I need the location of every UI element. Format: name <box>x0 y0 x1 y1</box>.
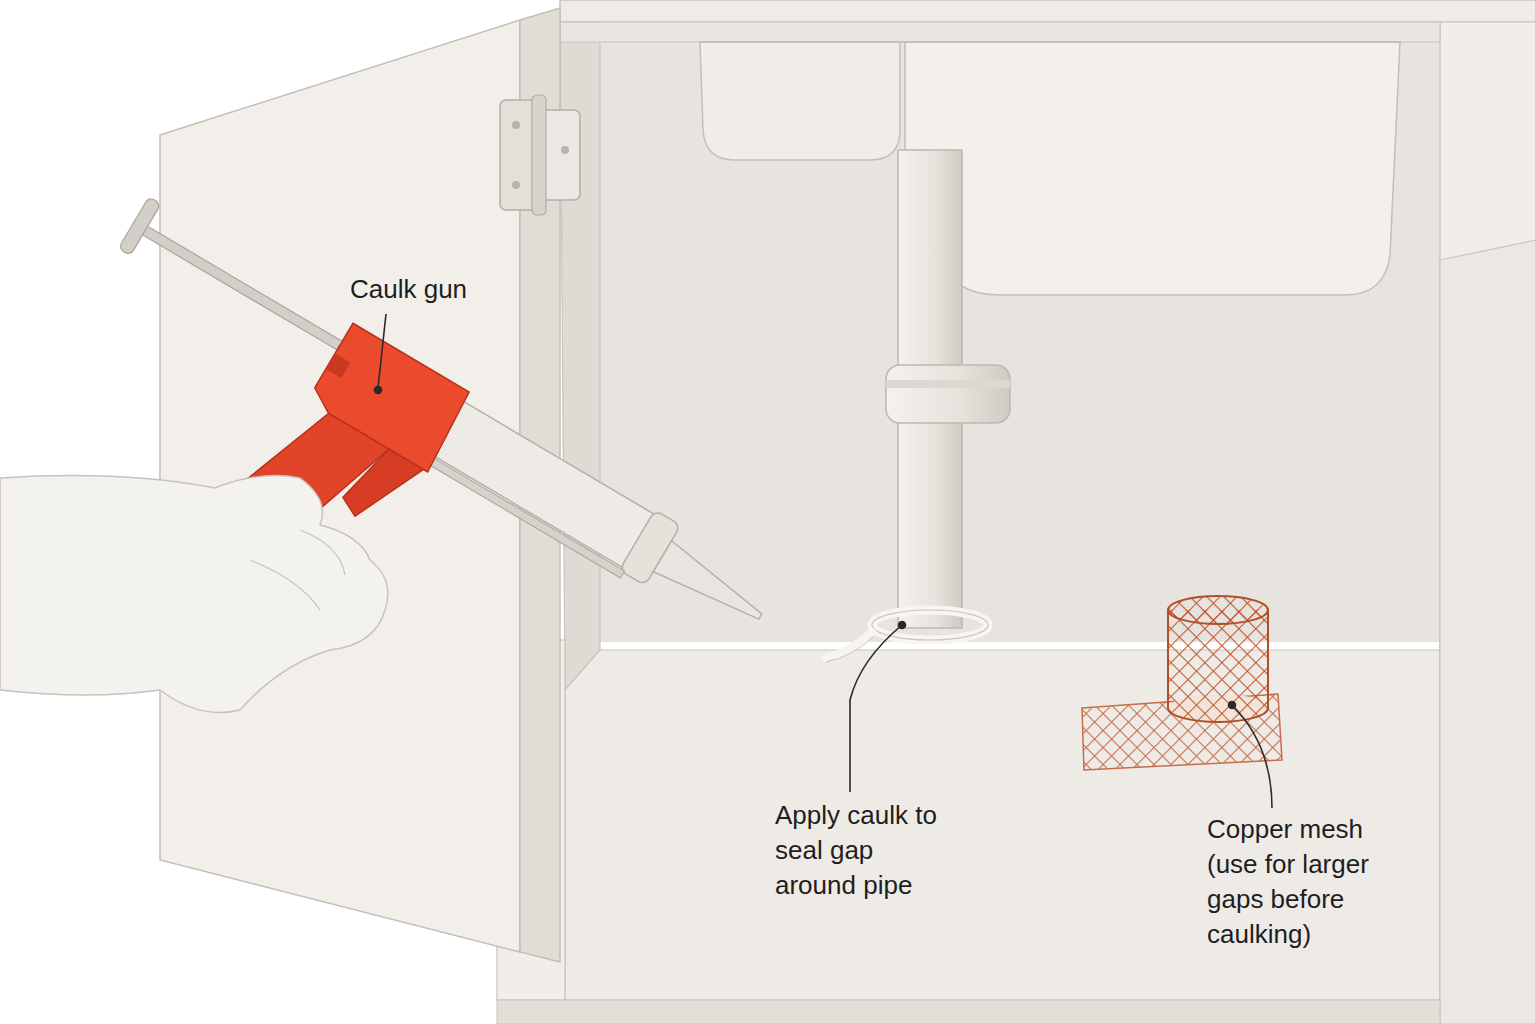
material-note: Copper mesh (use for larger gaps before … <box>1207 812 1402 952</box>
step-note: Apply caulk to seal gap around pipe <box>775 798 940 903</box>
leader-lines-part <box>850 625 902 792</box>
cabinet-part <box>560 0 1536 22</box>
leader-lines-part <box>375 387 382 394</box>
cabinet-part <box>600 22 1440 642</box>
copper-mesh-part <box>1168 610 1268 722</box>
drain-pipe <box>886 150 1010 628</box>
gloved-hand-part <box>250 560 320 610</box>
leader-lines-part <box>1232 705 1272 808</box>
cabinet <box>497 0 1536 1024</box>
caulk-gun-part <box>653 541 770 631</box>
drain-pipe-part <box>886 365 1010 423</box>
caulk-bead <box>826 610 988 662</box>
door-hinge-part <box>561 146 569 154</box>
sink-basin-part <box>700 42 900 160</box>
caulk-gun-part <box>326 353 351 378</box>
sink-basin-part <box>905 42 1400 295</box>
leader-lines <box>375 314 1273 808</box>
cabinet-part <box>560 22 1440 42</box>
gloved-hand-part <box>0 476 388 713</box>
door-hinge-part <box>512 121 520 129</box>
cabinet-part <box>1440 22 1536 1024</box>
leader-lines-part <box>378 314 386 388</box>
caulk-gun-part <box>118 197 161 256</box>
caulk-gun-part <box>338 441 424 534</box>
drain-pipe-part <box>886 380 1010 388</box>
copper-mesh <box>1082 596 1282 770</box>
cabinet-part <box>497 1000 1440 1024</box>
door-hinge-part <box>532 95 546 215</box>
cabinet-part <box>565 650 1440 1000</box>
gloved-hand <box>0 476 388 713</box>
sink-basin <box>700 42 1400 295</box>
gloved-hand-part <box>300 530 345 575</box>
part-label: Caulk gun <box>350 272 520 307</box>
door-hinge-part <box>512 181 520 189</box>
caulk-bead-part <box>826 636 874 662</box>
copper-mesh-part <box>1168 596 1268 624</box>
leader-lines-part <box>1229 702 1236 709</box>
sink-basin-part <box>700 41 1400 43</box>
caulk-gun-part <box>414 449 625 578</box>
leader-lines-part <box>899 622 906 629</box>
cabinet-part <box>1440 240 1536 1024</box>
door-hinge <box>500 95 580 215</box>
caulk-gun-part <box>139 224 351 355</box>
